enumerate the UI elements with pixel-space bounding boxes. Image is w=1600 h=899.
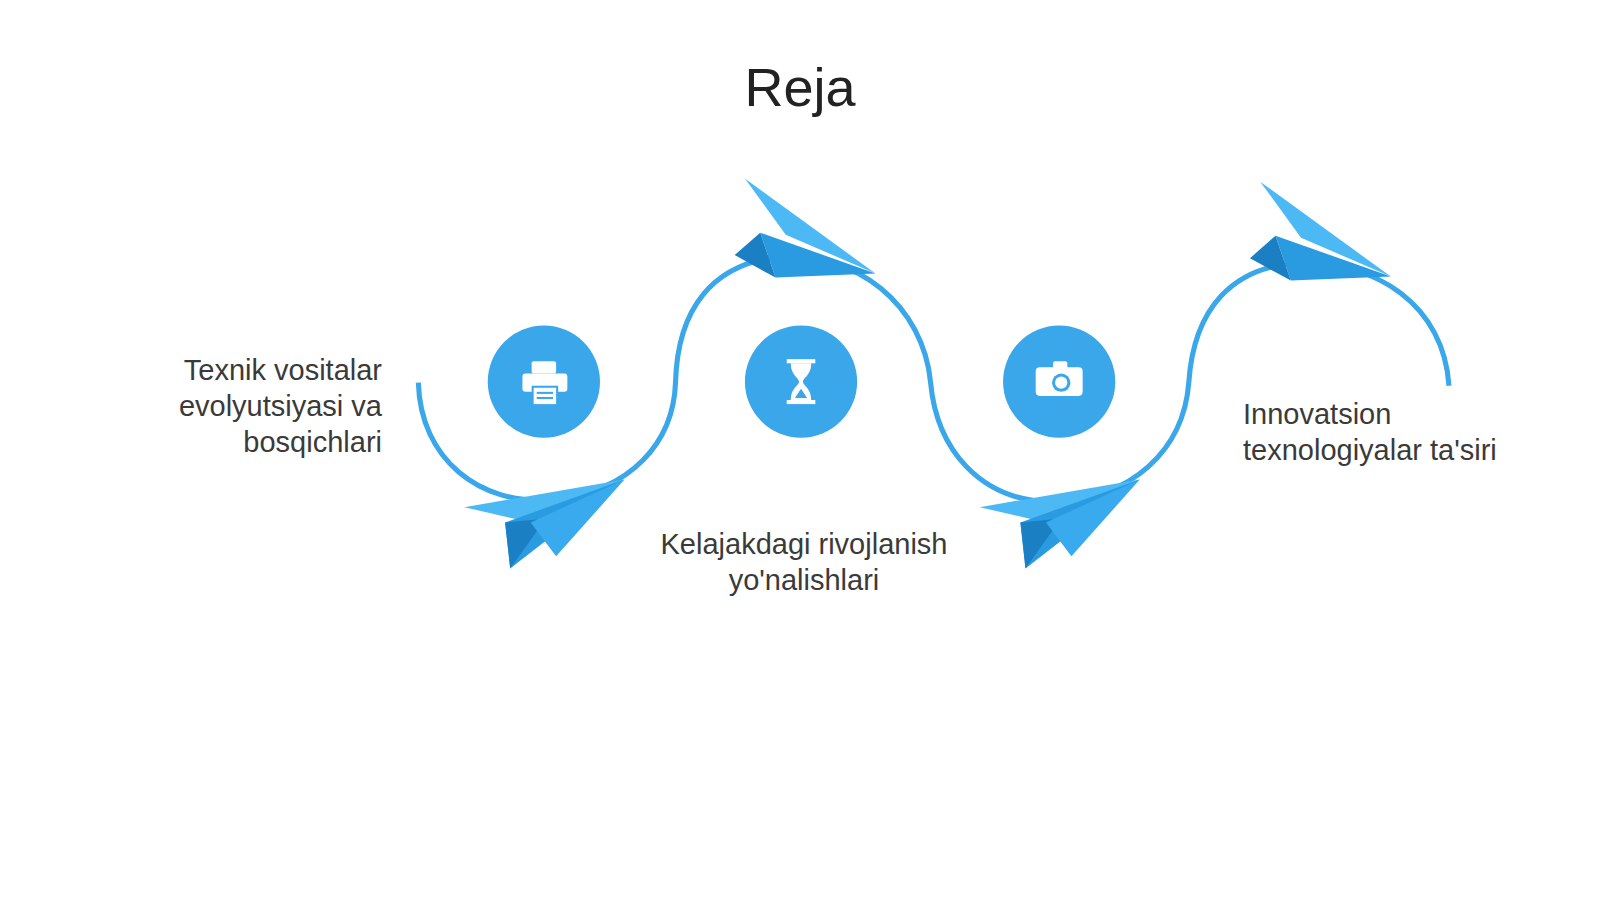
camera-icon bbox=[1036, 361, 1083, 396]
slide-title: Reja bbox=[0, 56, 1600, 118]
paper-plane bbox=[735, 179, 876, 278]
icon-circle bbox=[745, 326, 857, 438]
step-label: Innovatsion texnologiyalar ta'siri bbox=[1243, 396, 1543, 468]
paper-plane bbox=[464, 480, 624, 569]
hourglass-icon bbox=[787, 359, 816, 404]
icon-circle bbox=[1003, 326, 1115, 438]
paper-plane bbox=[1250, 182, 1391, 281]
paper-plane bbox=[980, 480, 1140, 569]
printer-icon bbox=[522, 361, 567, 406]
step-label: Texnik vositalar evolyutsiyasi va bosqic… bbox=[150, 352, 382, 460]
icon-circle bbox=[488, 326, 600, 438]
step-label: Kelajakdagi rivojlanish yo'nalishlari bbox=[639, 526, 969, 598]
